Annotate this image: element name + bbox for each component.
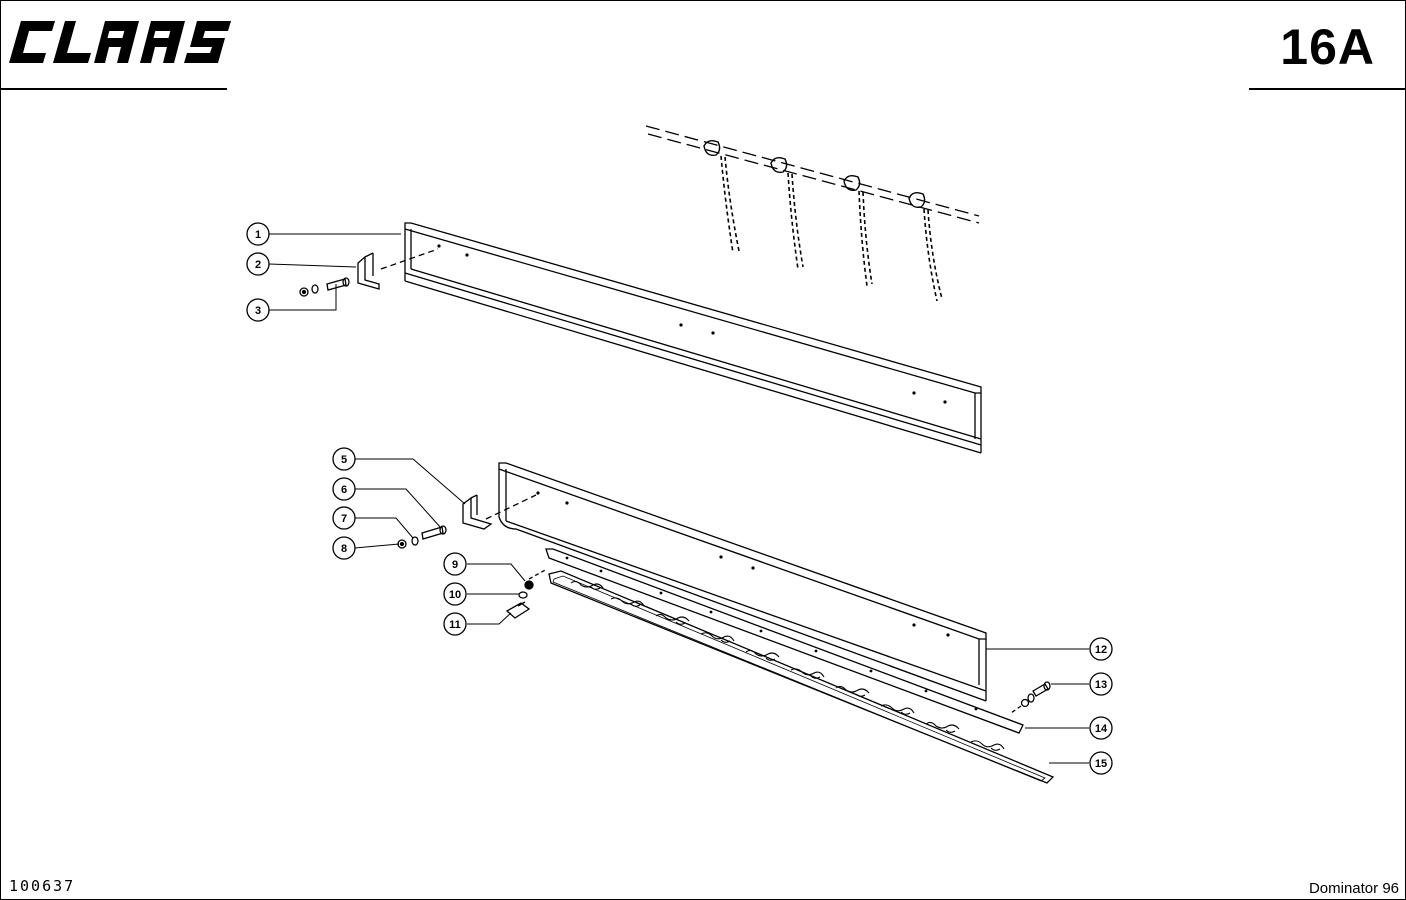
callout-2: 2 [246,252,270,276]
claas-logo [9,21,231,68]
svg-text:12: 12 [1095,644,1107,656]
rubber-strip [548,570,1055,784]
header-rule-right [1249,88,1405,90]
svg-text:10: 10 [449,589,461,601]
page-number: 16A [1280,19,1375,75]
callout-7: 7 [332,506,356,530]
callout-9: 9 [443,552,467,576]
svg-text:6: 6 [341,484,347,496]
callout-list: 1 2 3 5 6 7 8 9 10 11 12 13 14 15 [246,222,1113,775]
small-fasteners [505,568,548,619]
svg-text:9: 9 [452,559,458,571]
callout-10: 10 [443,582,467,606]
lower-bracket-and-bolt [397,494,537,549]
flat-strip [545,548,1024,734]
callout-12: 12 [1089,637,1113,661]
lower-angle-profile [498,462,987,702]
svg-text:8: 8 [341,543,347,555]
header-rule-left [1,88,227,90]
callout-11: 11 [443,612,467,636]
svg-text:3: 3 [255,305,261,317]
callout-3: 3 [246,298,270,322]
callout-5: 5 [332,447,356,471]
callout-13: 13 [1089,672,1113,696]
svg-text:1: 1 [255,229,261,241]
svg-text:14: 14 [1095,723,1108,735]
callout-6: 6 [332,477,356,501]
claas-logo-mark [9,21,231,63]
callout-8: 8 [332,536,356,560]
svg-text:11: 11 [449,619,461,631]
upper-angle-profile [404,222,982,454]
right-bolt [1010,681,1051,714]
machine-model: Dominator 96 [1308,880,1399,897]
callout-14: 14 [1089,716,1113,740]
svg-text:7: 7 [341,513,347,525]
upper-bracket-and-bolt [299,248,439,297]
svg-text:2: 2 [255,259,261,271]
document-number: 100637 [9,877,76,895]
callout-1: 1 [246,222,270,246]
leader-lines [268,233,1089,764]
callout-15: 15 [1089,751,1113,775]
svg-text:15: 15 [1095,758,1107,770]
svg-text:13: 13 [1095,679,1107,691]
svg-text:5: 5 [341,454,347,466]
tine-shaft [645,125,980,302]
